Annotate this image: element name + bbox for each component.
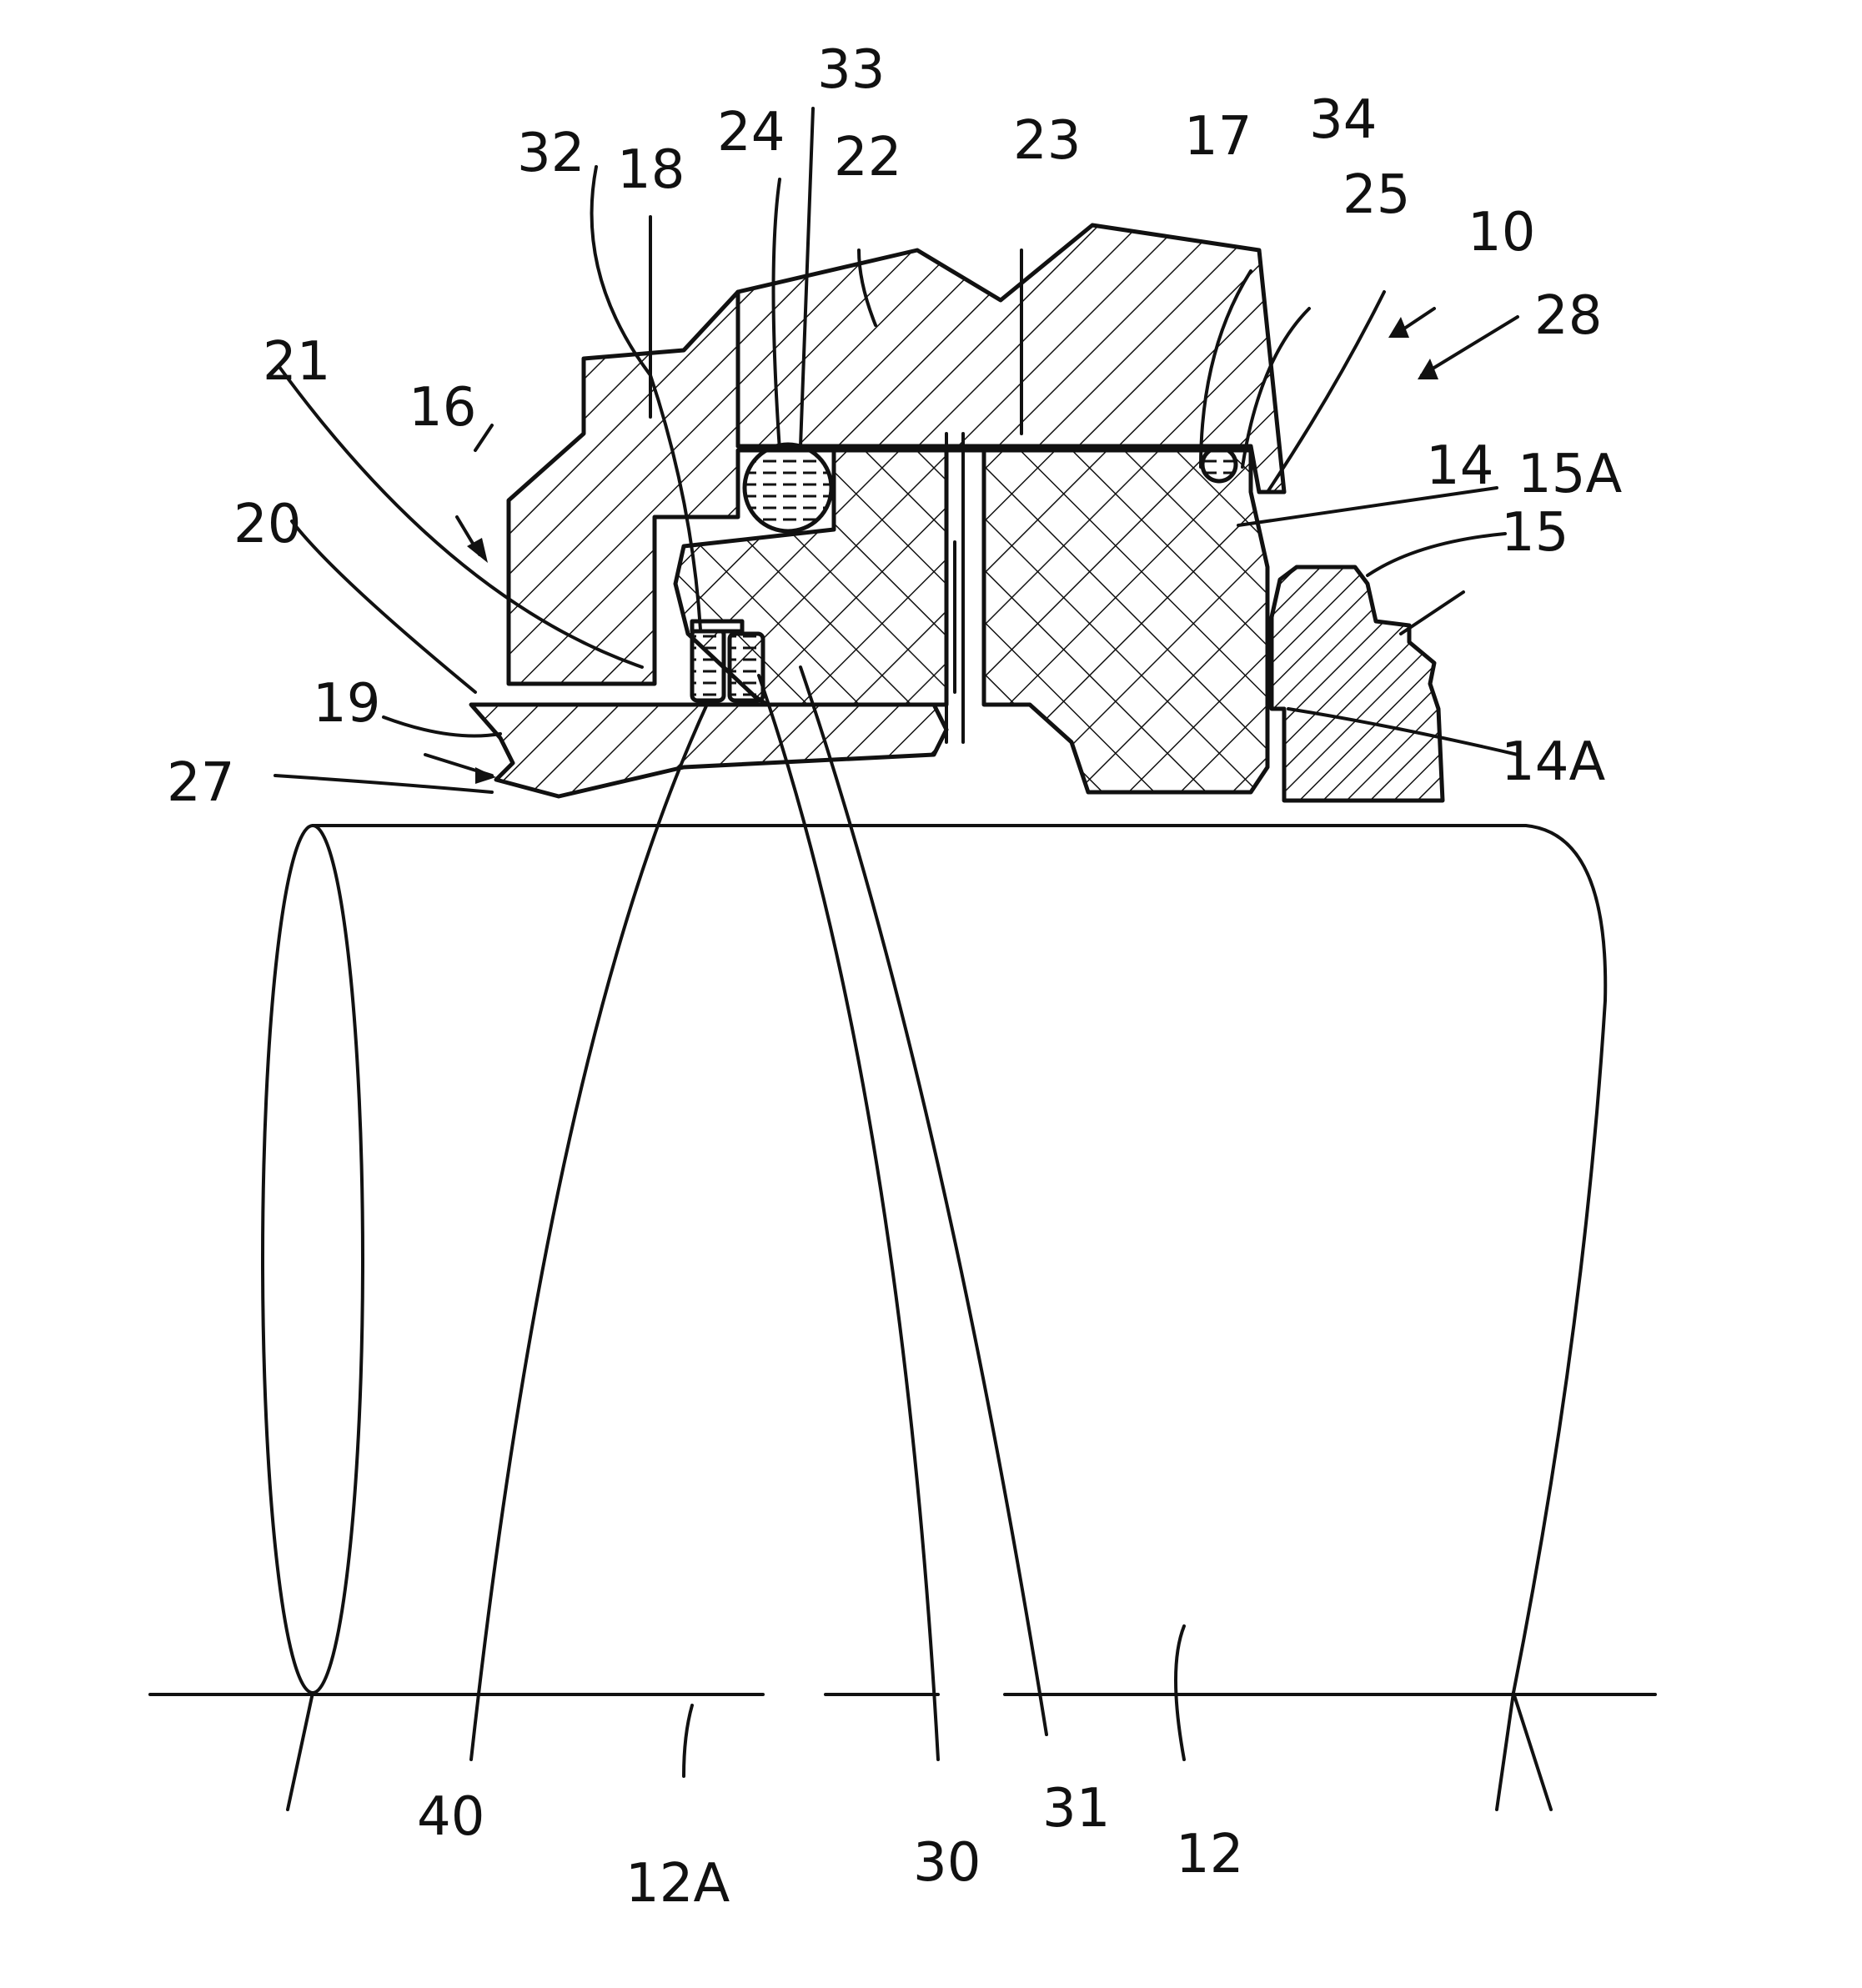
label-19: 19 bbox=[313, 673, 380, 735]
label-14A: 14A bbox=[1501, 731, 1605, 793]
clamp-15 bbox=[1272, 567, 1443, 801]
seal-element-30 bbox=[692, 630, 724, 700]
seal-element-31 bbox=[730, 634, 763, 700]
shaft-end-face bbox=[263, 826, 363, 1693]
label-23: 23 bbox=[1013, 110, 1081, 172]
label-17: 17 bbox=[1184, 106, 1252, 168]
o-ring-24 bbox=[745, 444, 831, 531]
shaft-break-right bbox=[1497, 1693, 1551, 1810]
stationary-ring-14 bbox=[984, 450, 1267, 792]
shaft-break-left bbox=[288, 1693, 313, 1810]
label-40: 40 bbox=[417, 1786, 484, 1848]
label-15A: 15A bbox=[1518, 444, 1622, 505]
sleeve-19 bbox=[471, 705, 946, 796]
label-34: 34 bbox=[1309, 89, 1377, 151]
label-16: 16 bbox=[409, 377, 476, 439]
label-10: 10 bbox=[1468, 202, 1535, 264]
label-20: 20 bbox=[233, 494, 301, 555]
label-30: 30 bbox=[913, 1832, 981, 1894]
label-12: 12 bbox=[1176, 1824, 1243, 1885]
label-25: 25 bbox=[1343, 164, 1410, 226]
shaft bbox=[263, 826, 1605, 1810]
label-21: 21 bbox=[263, 331, 330, 393]
label-28: 28 bbox=[1534, 285, 1602, 347]
label-32: 32 bbox=[517, 123, 585, 184]
label-22: 22 bbox=[834, 127, 901, 188]
label-15: 15 bbox=[1501, 502, 1568, 564]
label-14: 14 bbox=[1426, 435, 1493, 497]
label-12A: 12A bbox=[625, 1853, 730, 1915]
label-18: 18 bbox=[617, 139, 685, 201]
label-33: 33 bbox=[817, 39, 885, 101]
label-31: 31 bbox=[1042, 1778, 1110, 1840]
label-24: 24 bbox=[717, 102, 785, 163]
label-27: 27 bbox=[167, 752, 234, 814]
o-ring-25 bbox=[1202, 448, 1236, 481]
